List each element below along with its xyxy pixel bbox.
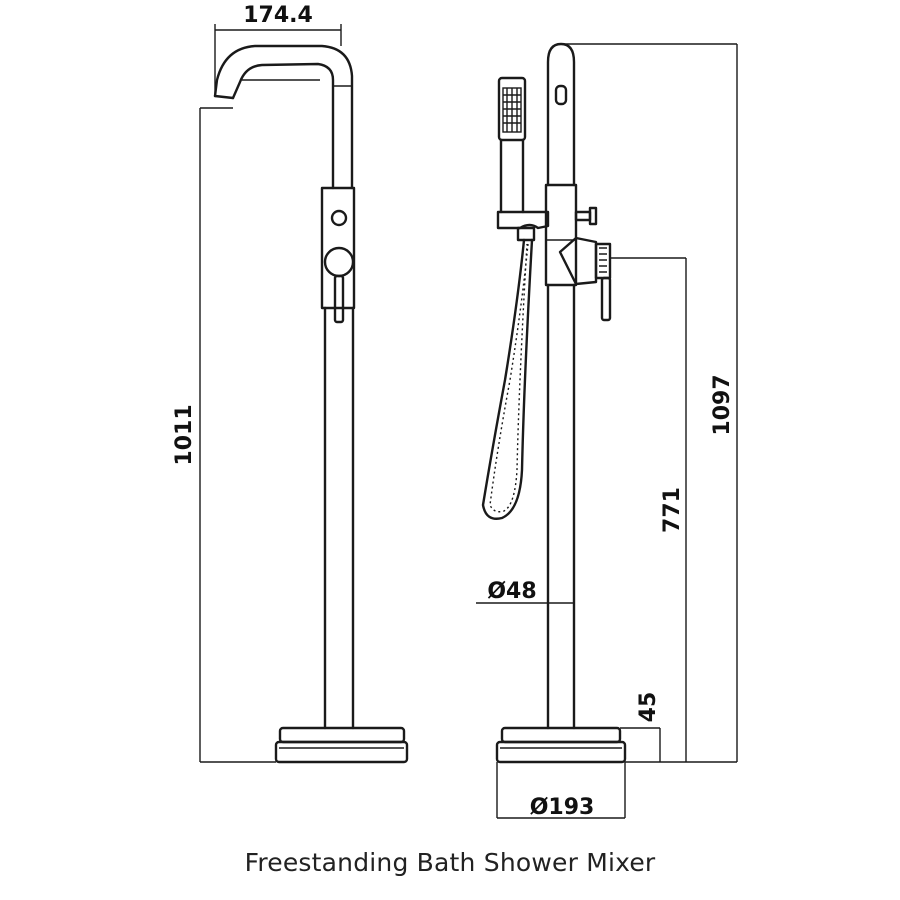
- side-view: [481, 42, 627, 764]
- drawing-caption: Freestanding Bath Shower Mixer: [244, 848, 656, 877]
- side-base-bottom: [495, 740, 627, 764]
- side-base-top: [500, 726, 622, 744]
- mixer-lever: [333, 274, 345, 324]
- dimension-lines: [199, 24, 738, 819]
- dim-pipe-diameter: Ø48: [487, 579, 536, 604]
- front-view: [213, 44, 409, 764]
- mixer-body: [320, 186, 356, 310]
- handset-holder: [496, 210, 550, 230]
- side-mixer-body: [544, 183, 578, 287]
- shower-handset-handle: [499, 138, 525, 214]
- shower-handset-head: [497, 76, 527, 142]
- dim-overall-height: 1097: [710, 374, 735, 435]
- dim-base-diameter: Ø193: [530, 795, 595, 820]
- base-top: [278, 726, 406, 744]
- spout-outline: [213, 44, 354, 190]
- dim-spout-reach: 174.4: [243, 3, 313, 28]
- side-column-top: [546, 42, 576, 187]
- shower-hose: [481, 238, 534, 520]
- dim-base-height: 45: [636, 692, 661, 723]
- side-handle: [558, 236, 598, 286]
- side-diverter: [574, 210, 592, 222]
- mixer-handle-hub: [323, 246, 355, 278]
- diverter-button: [330, 209, 348, 227]
- column: [323, 306, 355, 730]
- dim-spout-height: 1011: [172, 404, 197, 465]
- dim-outlet-height: 771: [660, 487, 685, 533]
- base-bottom: [274, 740, 409, 764]
